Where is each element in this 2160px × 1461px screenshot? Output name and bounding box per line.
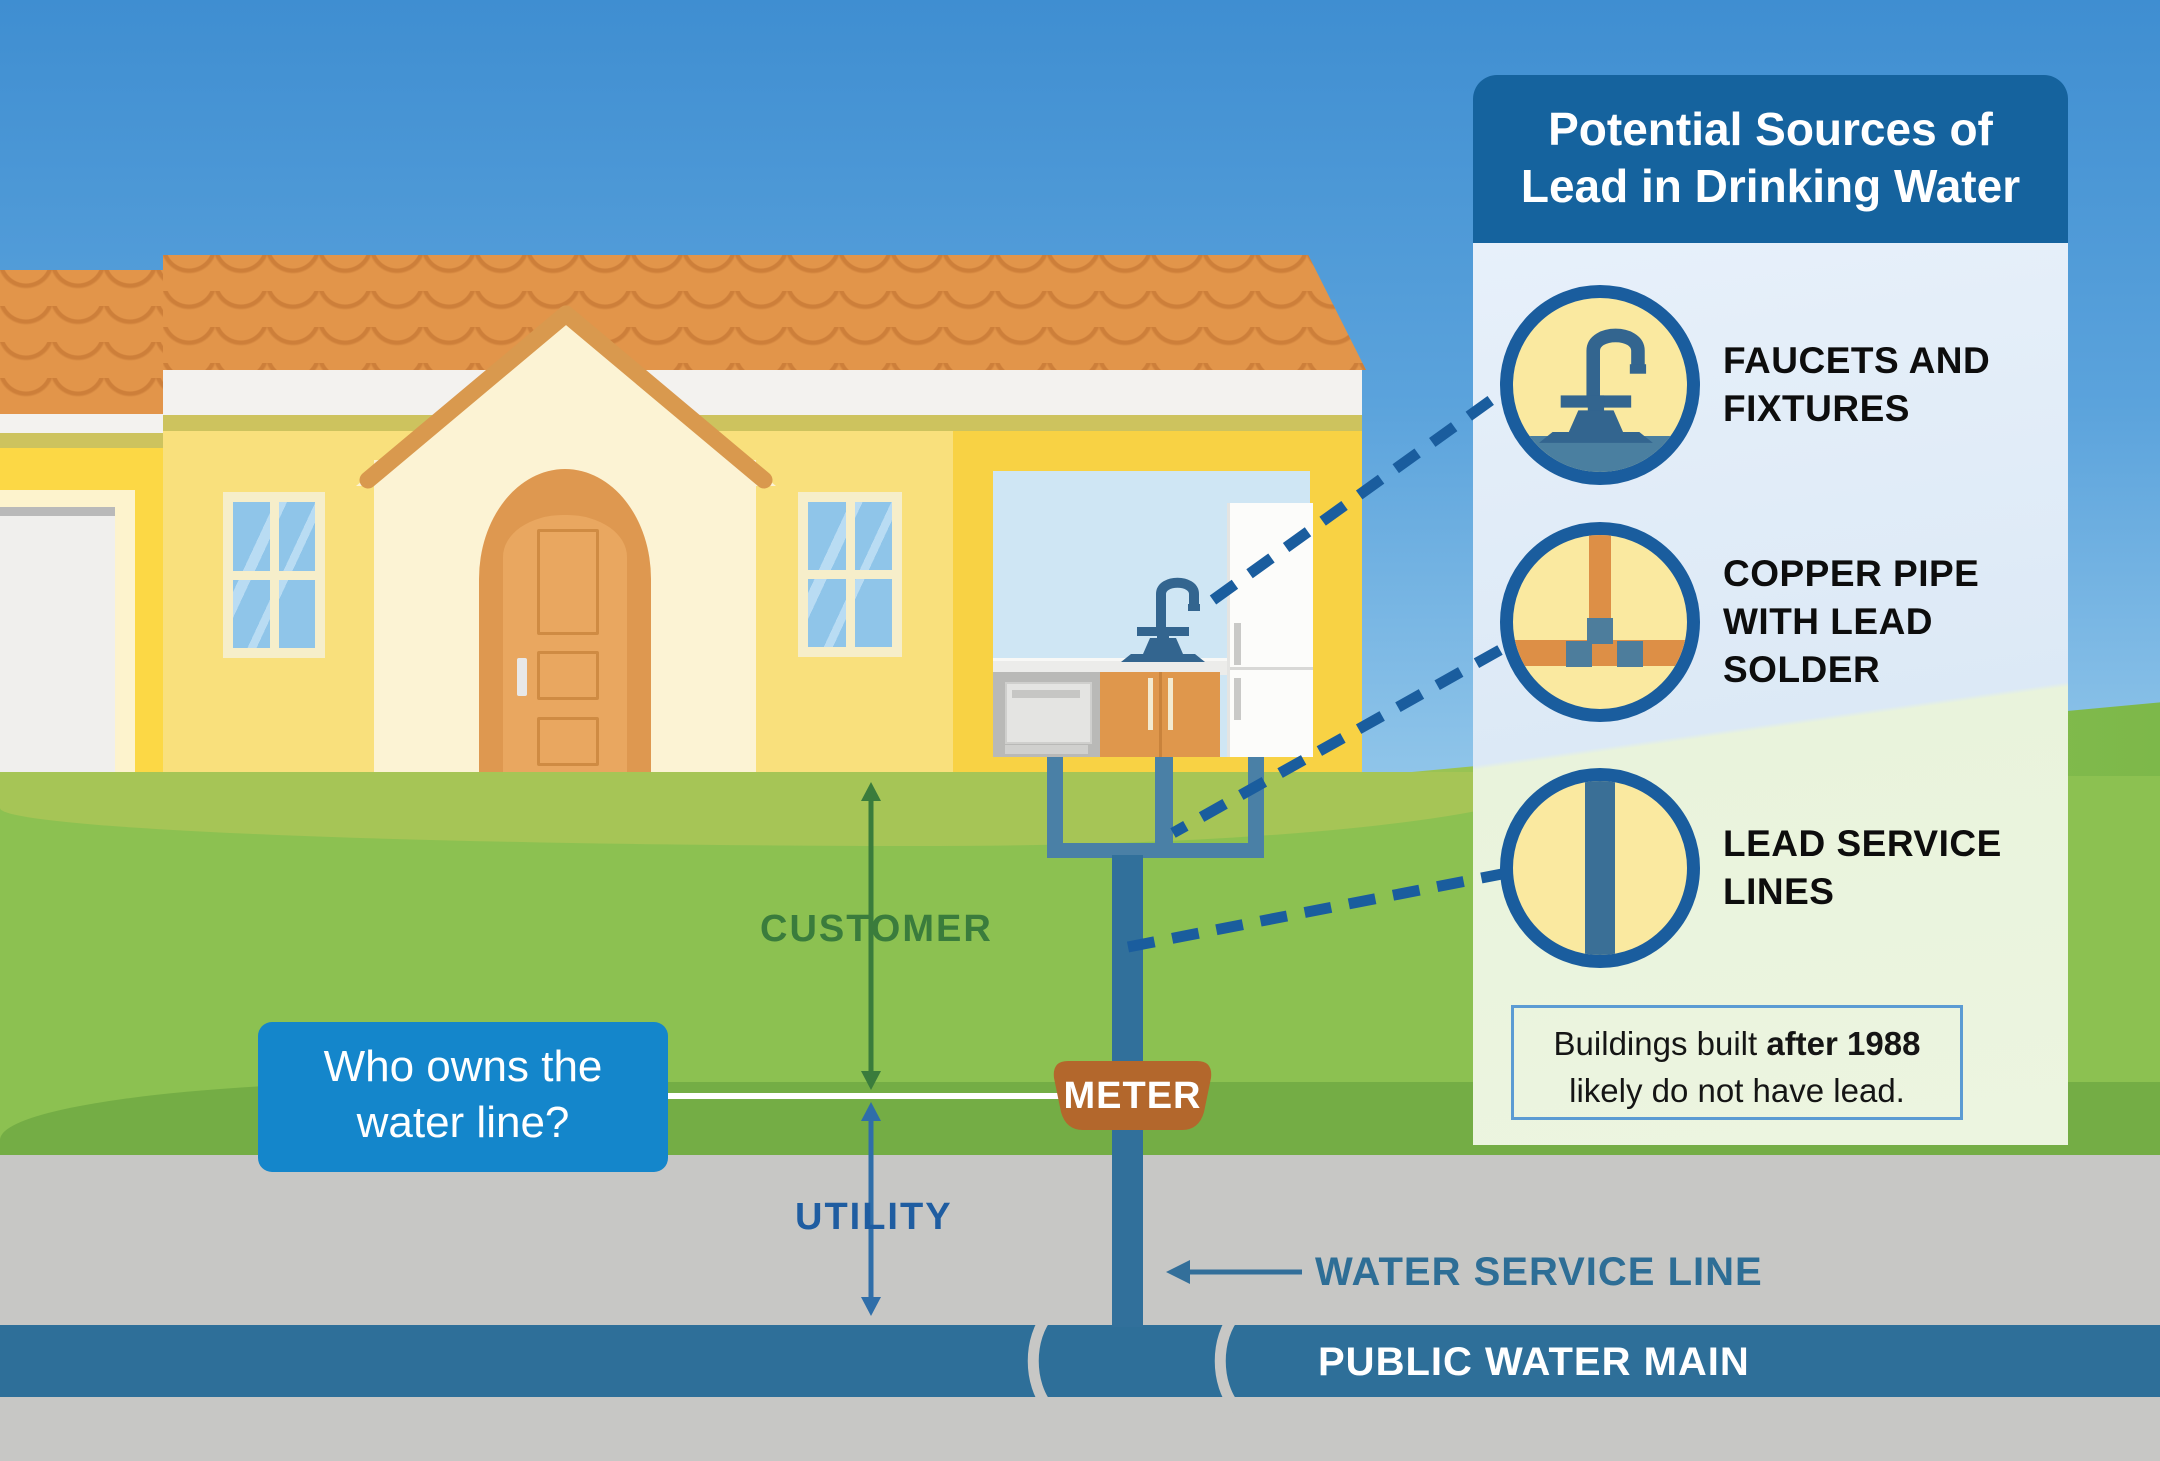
panel-title-line1: Potential Sources of: [1548, 103, 1993, 155]
garage-fascia: [0, 414, 163, 433]
window-right: [798, 492, 902, 657]
garage-roof: [0, 270, 163, 414]
label-copper-pipe: COPPER PIPE WITH LEAD SOLDER: [1723, 553, 1980, 691]
public-water-main-label: PUBLIC WATER MAIN: [1318, 1340, 1750, 1384]
label-faucets-fixtures: FAUCETS AND FIXTURES: [1723, 340, 1991, 430]
meter-body: [1053, 1061, 1212, 1130]
utility-extent-arrow: [861, 1102, 881, 1316]
door-handle: [517, 658, 527, 696]
house-roof: [163, 255, 1366, 370]
question-line1: Who owns the: [323, 1042, 603, 1091]
countertop: [993, 658, 1227, 675]
gable-trim-beams: [359, 305, 773, 489]
garage-trim: [0, 433, 163, 448]
faucet-icon: [1500, 285, 1700, 485]
meter-label: METER: [1063, 1075, 1202, 1117]
connector-faucet: [1209, 383, 1512, 605]
copper-pipe-icon: [1500, 522, 1700, 722]
dashed-connectors: [1126, 383, 1512, 953]
window-left: [223, 492, 325, 658]
ownership-boundary-line: [660, 1093, 1112, 1099]
water-service-line-label: WATER SERVICE LINE: [1315, 1250, 1763, 1294]
label-lead-service-lines: LEAD SERVICE LINES: [1723, 823, 2002, 913]
kitchen-faucet: [1121, 577, 1205, 662]
underground: [0, 1155, 2160, 1461]
connector-service-line: [1126, 868, 1504, 953]
public-water-main-pipe: [0, 1325, 2160, 1397]
utility-label: UTILITY: [795, 1196, 953, 1238]
question-line2: water line?: [356, 1097, 570, 1147]
roof-fascia: [163, 370, 1362, 415]
question-box: Who owns the water line?: [258, 1022, 668, 1172]
customer-extent-arrow: [861, 782, 881, 1090]
connector-copper-pipe: [1170, 645, 1503, 838]
kitchen-cutaway: [993, 471, 1313, 757]
sink-cabinet: [1100, 672, 1220, 757]
garage-door: [0, 507, 115, 772]
front-door: [503, 515, 627, 772]
note-after-1988: Buildings built after 1988 likely do not…: [1511, 1005, 1963, 1120]
house-plumbing-pipes: [1047, 757, 1264, 858]
pipe-joint-marks: [1027, 1308, 1242, 1414]
customer-label: CUSTOMER: [760, 908, 993, 950]
garage-door-shadow: [0, 507, 115, 516]
panel-title: Potential Sources of Lead in Drinking Wa…: [1473, 75, 2068, 243]
lead-pipe-icon: [1500, 768, 1700, 968]
water-service-line-arrow: [1166, 1260, 1302, 1284]
panel-title-line2: Lead in Drinking Water: [1520, 160, 2021, 213]
dishwasher: [993, 672, 1100, 757]
refrigerator: [1227, 503, 1313, 757]
